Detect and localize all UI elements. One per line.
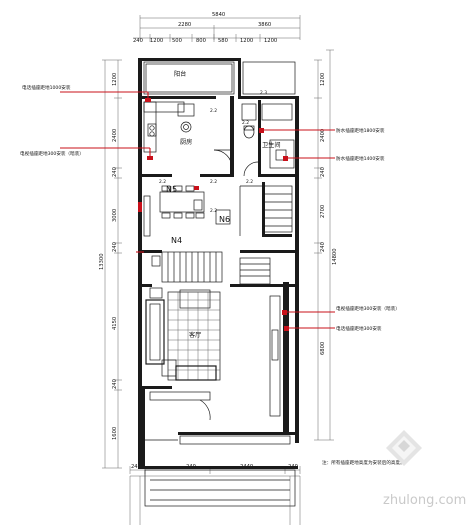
annotation-left-2: 电视插座距地300安装（暗装）: [20, 150, 84, 157]
dim-top-left: 2280: [178, 22, 191, 28]
dim-top-row-1: 1200: [150, 38, 163, 44]
annotation-right-1: 防水插座距地1800安装: [336, 127, 385, 134]
area-tag-4: 2.2: [159, 179, 166, 185]
staircase: [161, 185, 293, 285]
top-dimensions: 5840 2280 3860 240 1200 500 800 580 1200…: [133, 12, 301, 44]
room-code-n4: N4: [171, 236, 182, 245]
area-tag-3: 2.2: [242, 120, 249, 126]
dim-left-7: 1600: [112, 427, 118, 440]
annotation-right-4: 电话插座距地300安装: [336, 325, 382, 332]
room-label-toilet: 卫生间: [262, 141, 281, 149]
electrical-markers: [60, 91, 335, 331]
dim-left-6: 240: [112, 379, 118, 389]
area-tag-5: 2.2: [210, 179, 217, 185]
area-tag-1: 2.3: [260, 90, 267, 96]
dim-right-4: 240: [320, 242, 326, 252]
dim-top-row-0: 240: [133, 38, 143, 44]
dim-right-0: 1200: [320, 73, 326, 86]
walls: [138, 58, 299, 469]
area-tag-2: 2.2: [210, 108, 217, 114]
left-dimensions: 1200 2400 240 3000 240 4150 240 1600 133…: [99, 59, 122, 469]
dim-top-row-3: 800: [196, 38, 206, 44]
dim-left-0: 1200: [112, 73, 118, 86]
dim-bottom-0: 240: [131, 464, 141, 470]
watermark-text: zhulong.com: [383, 493, 466, 508]
annotation-right-2: 防水插座距地1400安装: [336, 155, 385, 162]
room-label-living: 客厅: [189, 331, 201, 339]
bottom-dimensions: 240 240 2440 240: [129, 464, 301, 525]
right-dimensions: 1200 2400 240 2700 240 6800 14800: [314, 49, 338, 441]
dim-top-row-5: 1200: [240, 38, 253, 44]
room-code-n5: N5: [166, 185, 177, 194]
dim-left-3: 3000: [112, 209, 118, 222]
room-code-n6: N6: [219, 215, 230, 224]
dim-top-row-6: 1200: [264, 38, 277, 44]
area-tag-6: 2.2: [246, 179, 253, 185]
dim-left-5: 4150: [112, 317, 118, 330]
watermark-logo: zhulong.com: [383, 430, 466, 508]
area-tag-7: 2.2: [210, 208, 217, 214]
annotation-right-3: 电视插座距地300安装（暗装）: [336, 305, 400, 312]
dim-right-1: 2400: [320, 129, 326, 142]
dim-top-right: 3860: [258, 22, 271, 28]
dim-top-overall: 5840: [212, 12, 225, 18]
dim-top-row-4: 580: [218, 38, 228, 44]
footnote: 注：所有插座距地高度为安装后的高度。: [322, 459, 405, 466]
dim-right-3: 2700: [320, 205, 326, 218]
dim-right-total: 14800: [332, 248, 338, 265]
annotation-left-1: 电话插座距地1000安装: [22, 84, 71, 91]
dim-left-1: 2400: [112, 129, 118, 142]
dim-left-4: 240: [112, 242, 118, 252]
dim-right-5: 6800: [320, 342, 326, 355]
room-label-balcony: 阳台: [174, 70, 186, 78]
dim-left-total: 13300: [99, 253, 105, 270]
room-label-kitchen: 厨房: [180, 138, 192, 146]
interior-lines: [143, 61, 296, 507]
dim-right-2: 240: [320, 167, 326, 177]
dim-top-row-2: 500: [172, 38, 182, 44]
dim-left-2: 240: [112, 167, 118, 177]
